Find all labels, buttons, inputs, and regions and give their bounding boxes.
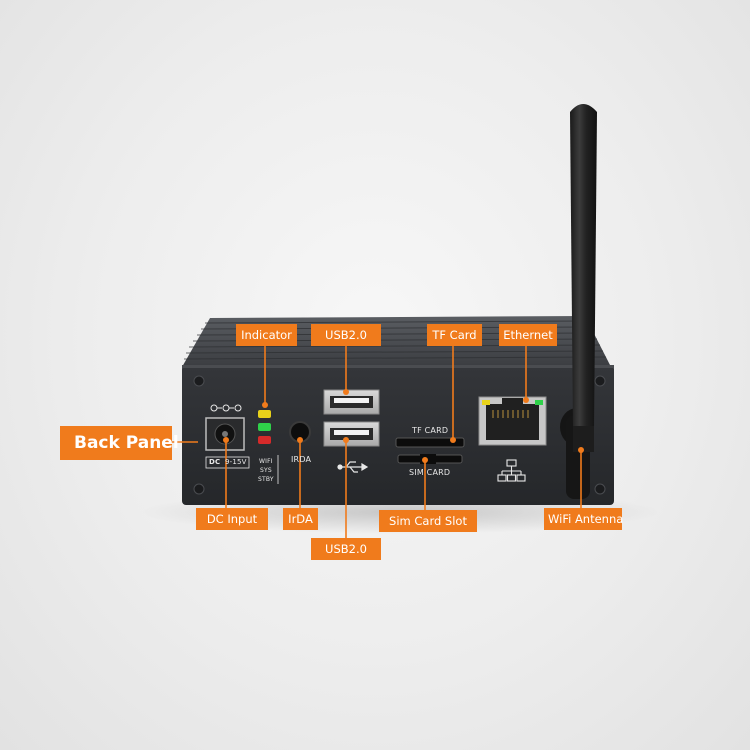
- label-usb-bottom: USB2.0: [311, 538, 381, 560]
- label-irda: IrDA: [283, 508, 318, 530]
- label-indicator: Indicator: [236, 324, 297, 346]
- label-usb-top: USB2.0: [311, 324, 381, 346]
- panel-tf-card-text: TF CARD: [412, 426, 449, 435]
- panel-led-sys-text: SYS: [260, 467, 272, 474]
- usb-port-top: [323, 389, 380, 415]
- panel-voltage-text: 9-15V: [225, 458, 247, 466]
- wifi-antenna: [560, 104, 597, 499]
- label-back-panel: Back Panel: [60, 426, 179, 460]
- label-dc-input: DC Input: [196, 508, 268, 530]
- ethernet-port: [478, 396, 547, 446]
- led-sys: [258, 423, 271, 431]
- label-ethernet: Ethernet: [499, 324, 557, 346]
- dc-polarity-icon: [210, 404, 242, 412]
- led-stby: [258, 436, 271, 444]
- label-wifi-antenna: WiFi Antenna: [544, 508, 623, 530]
- leader-dots: [223, 389, 584, 463]
- device-back-panel: [182, 365, 614, 505]
- panel-screws: [193, 375, 606, 495]
- callout-leaders: [171, 345, 582, 540]
- panel-dc-text: DC: [209, 458, 221, 466]
- network-icon: [497, 459, 526, 482]
- label-sim-card-slot: Sim Card Slot: [379, 510, 477, 532]
- panel-led-wifi-text: WIFI: [259, 458, 273, 465]
- usb-port-bottom: [323, 421, 380, 447]
- tf-card-slot: [395, 437, 465, 448]
- label-tf-card: TF Card: [427, 324, 482, 346]
- panel-irda-text: IRDA: [291, 455, 312, 464]
- led-wifi: [258, 410, 271, 418]
- panel-led-stby-text: STBY: [258, 476, 274, 483]
- panel-sim-card-text: SIM CARD: [409, 468, 451, 477]
- usb-icon: [337, 461, 369, 473]
